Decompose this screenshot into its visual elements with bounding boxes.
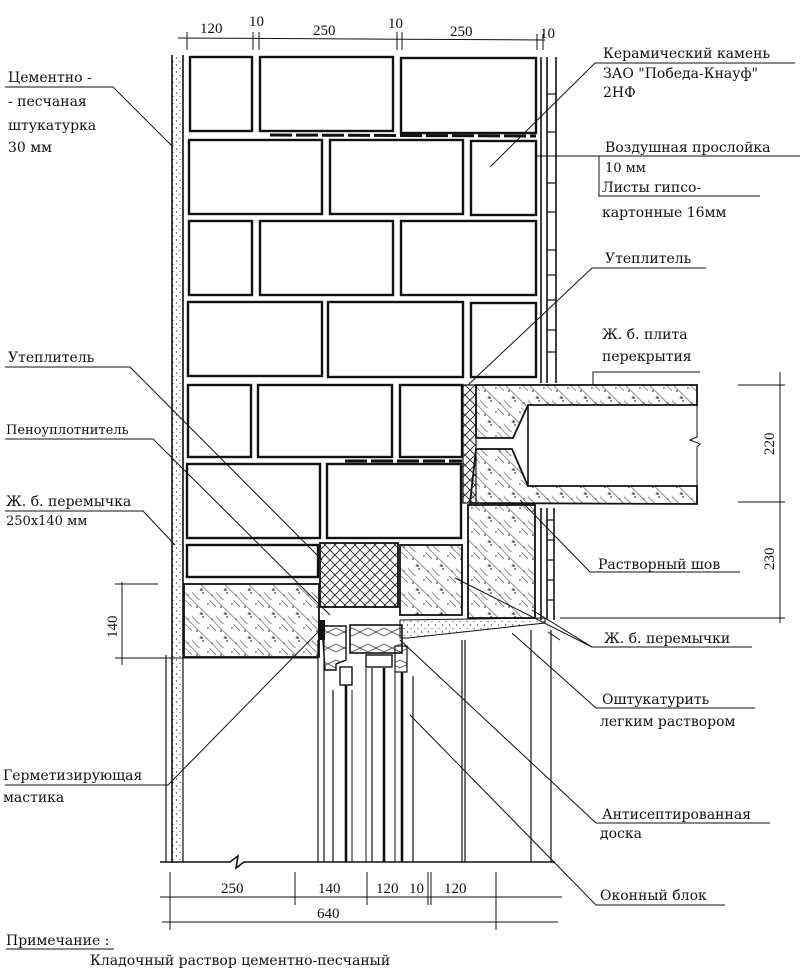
label-air-gap-2: 10 мм [605, 161, 646, 176]
outer-lintel [183, 583, 320, 658]
label-mortar-joint: Растворный шов [598, 557, 720, 573]
bottom-dimension-lines [160, 872, 562, 930]
leader-lines [5, 62, 800, 906]
dim-top-10a: 10 [249, 14, 264, 30]
window-insulation [319, 542, 399, 608]
label-window-block: Оконный блок [600, 888, 707, 904]
label-insulation-right: Утеплитель [605, 251, 692, 267]
dim-bottom-120a: 120 [376, 881, 399, 897]
dim-bottom-640: 640 [317, 906, 340, 922]
window-frame-head [318, 620, 408, 686]
opening-reveals [165, 630, 552, 862]
label-insulation-left: Утеплитель [8, 350, 95, 366]
label-ceramic-stone-2: ЗАО "Победа-Кнауф" [603, 66, 758, 82]
slab-insulation [462, 384, 477, 504]
floor-slab [468, 384, 701, 505]
label-foam-sealant: Пеноуплотнитель [6, 423, 129, 438]
label-air-gap-1: Воздушная прослойка [605, 140, 771, 156]
mortar-ties [269, 133, 537, 463]
break-line-bottom [160, 854, 555, 870]
label-sealing-mastic-1: Герметизирующая [3, 768, 142, 784]
dim-top-10c: 10 [540, 26, 555, 42]
gypsum-board-strip [540, 57, 557, 620]
label-floor-slab-2: перекрытия [602, 349, 692, 365]
label-antiseptic-board-1: Антисептированная [602, 807, 751, 823]
label-cement-plaster-3: штукатурка [8, 118, 96, 134]
label-ceramic-stone-3: 2НФ [603, 85, 636, 101]
label-lintels-right: Ж. б. перемычки [604, 631, 730, 647]
top-dimension-line [177, 32, 546, 50]
dim-bottom-120b: 120 [444, 881, 467, 897]
dim-top-250a: 250 [313, 23, 336, 39]
dim-left-140: 140 [105, 616, 121, 639]
dim-top-10b: 10 [388, 16, 403, 32]
dim-bottom-140: 140 [318, 881, 341, 897]
note-text: Кладочный раствор цементно-песчаный [90, 953, 390, 969]
cement-plaster-layer [171, 55, 184, 863]
label-ceramic-stone-1: Керамический камень [603, 46, 770, 62]
label-cement-plaster-2: - песчаная [8, 94, 87, 110]
dim-right-230: 230 [762, 548, 778, 571]
label-plaster-light-1: Оштукатурить [602, 692, 710, 708]
label-lintel-left-1: Ж. б. перемычка [6, 494, 131, 510]
label-cement-plaster-4: 30 мм [8, 140, 52, 156]
window-block-profiles [317, 640, 414, 862]
label-floor-slab-1: Ж. б. плита [602, 327, 688, 343]
label-gypsum-1: Листы гипсо- [602, 180, 701, 196]
label-plaster-light-2: легким раствором [600, 714, 736, 730]
light-plaster-soffit [399, 617, 546, 639]
right-dimension-line [560, 372, 785, 623]
label-antiseptic-board-2: доска [600, 826, 642, 842]
note-heading: Примечание : [6, 933, 109, 949]
dim-bottom-250: 250 [221, 881, 244, 897]
label-gypsum-2: картонные 16мм [602, 205, 726, 221]
masonry-blocks [185, 55, 538, 579]
dim-top-120: 120 [200, 21, 223, 37]
label-lintel-left-2: 250x140 мм [6, 514, 87, 529]
dim-right-220: 220 [762, 433, 778, 456]
dim-top-250b: 250 [450, 24, 473, 40]
dim-bottom-10: 10 [409, 881, 424, 897]
label-sealing-mastic-2: мастика [3, 790, 64, 806]
left-dimension-line [115, 582, 318, 665]
inner-lintel [399, 504, 536, 619]
label-cement-plaster-1: Цементно - [8, 70, 92, 86]
